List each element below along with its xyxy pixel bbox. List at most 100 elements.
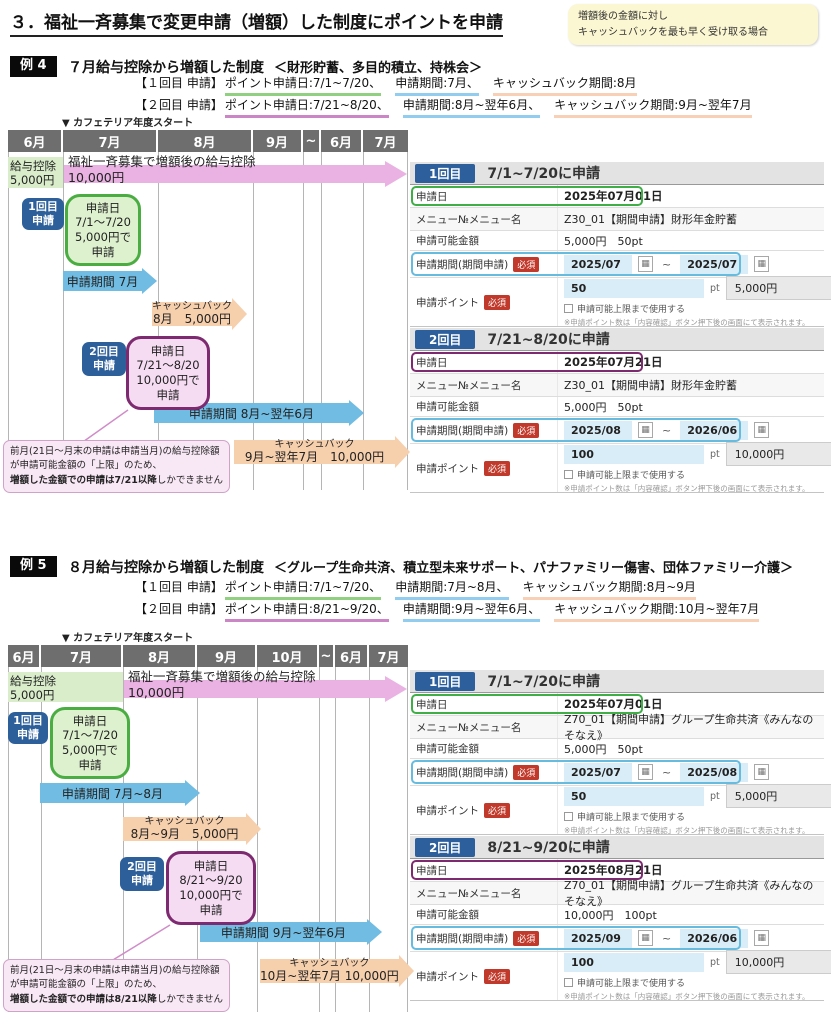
round1-cashback: キャッシュバック期間:8月~9月 — [522, 580, 696, 600]
period-from-input[interactable]: 2025/07 — [564, 254, 632, 274]
round1-cashback-arrow: キャッシュバック 8月 5,000円 — [152, 298, 247, 330]
max-limit-checkbox-label: 申請可能上限まで使用する — [577, 813, 686, 823]
required-badge: 必須 — [484, 968, 511, 984]
calendar-icon[interactable]: ▦ — [638, 764, 653, 780]
cashback1-amount: 8月~9月 5,000円 — [130, 827, 239, 842]
max-limit-checkbox[interactable] — [564, 978, 573, 987]
example5-timeline-chart: 6月 7月 8月 9月 10月 ~ 6月 7月 給与控除 5,000円 福祉一斉… — [3, 645, 414, 1012]
row-apply-period: 申請期間(期間申請)必須 2025/07 ▦ ~ 2025/08 ▦ — [410, 759, 824, 786]
period-from-input[interactable]: 2025/09 — [564, 928, 632, 948]
period1-label: 申請期間 7月 — [66, 274, 139, 289]
example4-form2: 2回目 7/21~8/20に申請 申請日 2025年07月21日 メニュー№メニ… — [410, 328, 831, 493]
calendar-icon[interactable]: ▦ — [754, 764, 770, 780]
note-bold: 増額した金額での申請は7/21以降 — [10, 474, 157, 486]
month-cell: 9月 — [253, 130, 301, 152]
round1-period: 申請期間:7月~8月、 — [395, 580, 509, 600]
period-to-input[interactable]: 2026/06 — [680, 420, 749, 440]
calendar-icon[interactable]: ▦ — [638, 930, 653, 946]
max-limit-checkbox[interactable] — [564, 812, 573, 821]
label-apply-date: 申請日 — [416, 356, 448, 369]
calendar-icon[interactable]: ▦ — [754, 422, 770, 438]
gridline — [253, 152, 254, 490]
gridline — [303, 152, 304, 490]
points-footnote: ※申請ポイント数は「内容確認」ボタン押下後の画面にて表示されます。 — [564, 484, 810, 493]
round2-badge-line1: 2回目 — [89, 344, 119, 358]
round1-badge: 1回目 申請 — [8, 712, 48, 744]
points-footnote: ※申請ポイント数は「内容確認」ボタン押下後の画面にて表示されます。 — [564, 992, 810, 1001]
apply-box-line: 8/21～9/20 — [179, 873, 243, 888]
calendar-icon[interactable]: ▦ — [754, 256, 770, 272]
required-badge: 必須 — [484, 802, 511, 818]
apply-box-line: 申請日 — [150, 343, 186, 358]
round1-badge-line2: 申請 — [32, 214, 54, 227]
cashback1-label: キャッシュバック — [152, 301, 232, 313]
period-from-input[interactable]: 2025/07 — [564, 762, 632, 782]
row-apply-points: 申請ポイント必須 100 pt 10,000円 申請可能上限まで使用する ※申請… — [410, 442, 831, 493]
form-table: 申請日 2025年07月01日 メニュー№メニュー名 Z30_01【期間申請】財… — [410, 184, 831, 327]
row-menu: メニュー№メニュー名 Z30_01【期間申請】財形年金貯蓄 — [410, 208, 824, 231]
points-input[interactable]: 50 — [564, 786, 704, 806]
month-cell: 7月 — [369, 645, 408, 667]
calendar-icon[interactable]: ▦ — [754, 930, 770, 946]
points-input[interactable]: 100 — [564, 952, 704, 972]
increased-deduction-text: 福祉一斉募集で増額後の給与控除 10,000円 — [68, 154, 256, 187]
apply-date-value: 2025年07月01日 — [564, 697, 663, 711]
row-apply-period: 申請期間(期間申請)必須 2025/07 ▦ ~ 2025/07 ▦ — [410, 251, 824, 278]
row-menu: メニュー№メニュー名 Z70_01【期間申請】グループ生命共済《みんなのそなえ》 — [410, 879, 824, 908]
period-to-input[interactable]: 2026/06 — [680, 928, 749, 948]
round1-apply-dates: ポイント申請日:7/1~7/20、 — [224, 580, 382, 600]
period-from-input[interactable]: 2025/08 — [564, 420, 632, 440]
menu-value: Z30_01【期間申請】財形年金貯蓄 — [564, 213, 738, 226]
gridline — [407, 152, 408, 490]
increased-deduction-arrow — [64, 161, 407, 187]
round2-period-arrow: 申請期間 8月~翌年6月 — [154, 400, 364, 426]
round1-apply-box: 申請日 7/1～7/20 5,000円で 申請 — [50, 707, 130, 779]
cashback2-label: キャッシュバック — [274, 439, 355, 451]
round2-cashback: キャッシュバック期間:10月~翌年7月 — [554, 602, 760, 622]
timeline-body: 給与控除 5,000円 福祉一斉募集で増額後の給与控除 10,000円 1回目 … — [3, 667, 414, 1012]
max-limit-checkbox[interactable] — [564, 304, 573, 313]
apply-box-line: 申請 — [78, 757, 102, 772]
calendar-glyph: ▦ — [641, 933, 650, 943]
menu-value: Z70_01【期間申請】グループ生命共済《みんなのそなえ》 — [564, 879, 814, 908]
period-to-input[interactable]: 2025/07 — [680, 254, 749, 274]
deduction-amount: 5,000円 — [10, 688, 55, 703]
period-to-input[interactable]: 2025/08 — [680, 762, 749, 782]
points-input[interactable]: 50 — [564, 278, 704, 298]
cashback1-amount: 8月 5,000円 — [153, 312, 231, 327]
round2-label: 【２回目 申請】 — [135, 602, 223, 616]
apply-box-line: 10,000円で — [136, 373, 200, 387]
increased-deduction-text: 福祉一斉募集で増額後の給与控除 10,000円 — [128, 669, 316, 702]
points-input[interactable]: 100 — [564, 444, 704, 464]
yen-readonly-box: 5,000円 — [725, 276, 831, 300]
required-badge: 必須 — [484, 294, 511, 310]
round2-period-arrow: 申請期間 9月~翌年6月 — [200, 919, 382, 945]
current-deduction-band: 給与控除 5,000円 — [8, 672, 123, 702]
required-badge: 必須 — [513, 422, 540, 438]
note-line2: が申請可能金額の「上限」のため、 — [10, 979, 163, 991]
label-amount: 申請可能金額 — [416, 235, 479, 247]
deduction-label: 給与控除 — [10, 674, 56, 688]
form-header: 1回目 7/1~7/20に申請 — [410, 162, 824, 184]
required-badge: 必須 — [513, 256, 540, 272]
row-apply-date: 申請日 2025年07月21日 — [410, 351, 824, 374]
label-apply-date: 申請日 — [416, 698, 448, 711]
example4-round1-summary: 【１回目 申請】ポイント申請日:7/1~7/20、申請期間:7月、キャッシュバッ… — [135, 74, 651, 96]
form-table: 申請日 2025年08月21日 メニュー№メニュー名 Z70_01【期間申請】グ… — [410, 858, 831, 1001]
row-apply-points: 申請ポイント必須 100 pt 10,000円 申請可能上限まで使用する ※申請… — [410, 950, 831, 1001]
example4-heading-main: ７月給与控除から増額した制度 — [68, 60, 264, 76]
max-limit-checkbox[interactable] — [564, 470, 573, 479]
round1-period-arrow: 申請期間 7月~8月 — [40, 780, 200, 806]
note-bold: 増額した金額での申請は8/21以降 — [10, 993, 157, 1005]
example5-badge: 例 5 — [10, 556, 57, 577]
calendar-icon[interactable]: ▦ — [638, 422, 653, 438]
row-apply-period: 申請期間(期間申請)必須 2025/08 ▦ ~ 2026/06 ▦ — [410, 417, 824, 444]
label-points: 申請ポイント — [416, 462, 479, 475]
label-period: 申請期間(期間申請) — [416, 932, 509, 945]
label-points: 申請ポイント — [416, 970, 479, 983]
month-cell: 6月 — [8, 130, 61, 152]
apply-box-line: 10,000円で — [179, 888, 243, 902]
gridline — [369, 667, 370, 1012]
increased-label: 福祉一斉募集で増額後の給与控除 — [128, 669, 316, 684]
calendar-icon[interactable]: ▦ — [638, 256, 653, 272]
